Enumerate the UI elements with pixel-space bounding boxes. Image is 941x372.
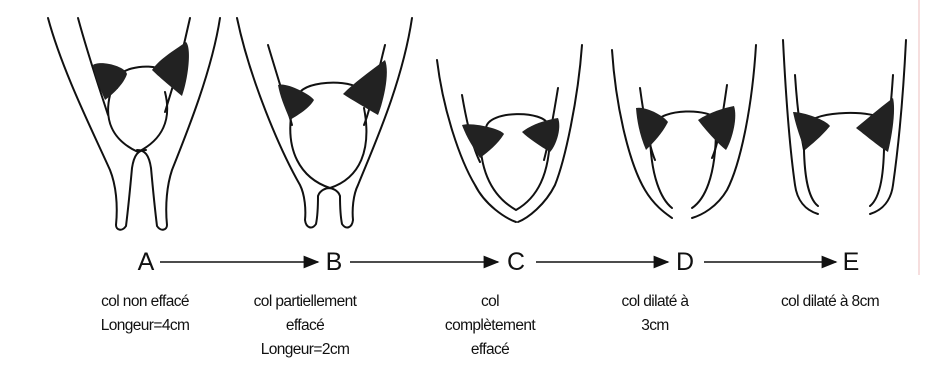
caption-e: col dilaté à 8cm xyxy=(735,290,925,314)
uterus-illustration-b xyxy=(237,18,412,227)
caption-d-line-1: col dilaté à xyxy=(560,290,750,314)
caption-c: col complètement effacé xyxy=(395,290,585,362)
uterus-illustration-d xyxy=(612,45,756,218)
caption-d-line-2: 3cm xyxy=(560,314,750,338)
uterus-illustration-a xyxy=(48,18,220,230)
uterus-illustration-e xyxy=(783,40,906,214)
right-edge-line xyxy=(918,0,920,275)
caption-b-line-3: Longeur=2cm xyxy=(210,338,400,362)
caption-d: col dilaté à 3cm xyxy=(560,290,750,338)
caption-b-line-2: effacé xyxy=(210,314,400,338)
caption-e-line-1: col dilaté à 8cm xyxy=(735,290,925,314)
stage-letter-e: E xyxy=(831,248,871,276)
caption-c-line-1: col xyxy=(395,290,585,314)
caption-b-line-1: col partiellement xyxy=(210,290,400,314)
uterus-illustration-c xyxy=(437,45,582,222)
caption-c-line-3: effacé xyxy=(395,338,585,362)
stage-letter-b: B xyxy=(314,248,354,276)
caption-b: col partiellement effacé Longeur=2cm xyxy=(210,290,400,362)
stage-letter-a: A xyxy=(126,248,166,276)
stage-letter-d: D xyxy=(665,248,705,276)
caption-c-line-2: complètement xyxy=(395,314,585,338)
stage-letter-c: C xyxy=(496,248,536,276)
